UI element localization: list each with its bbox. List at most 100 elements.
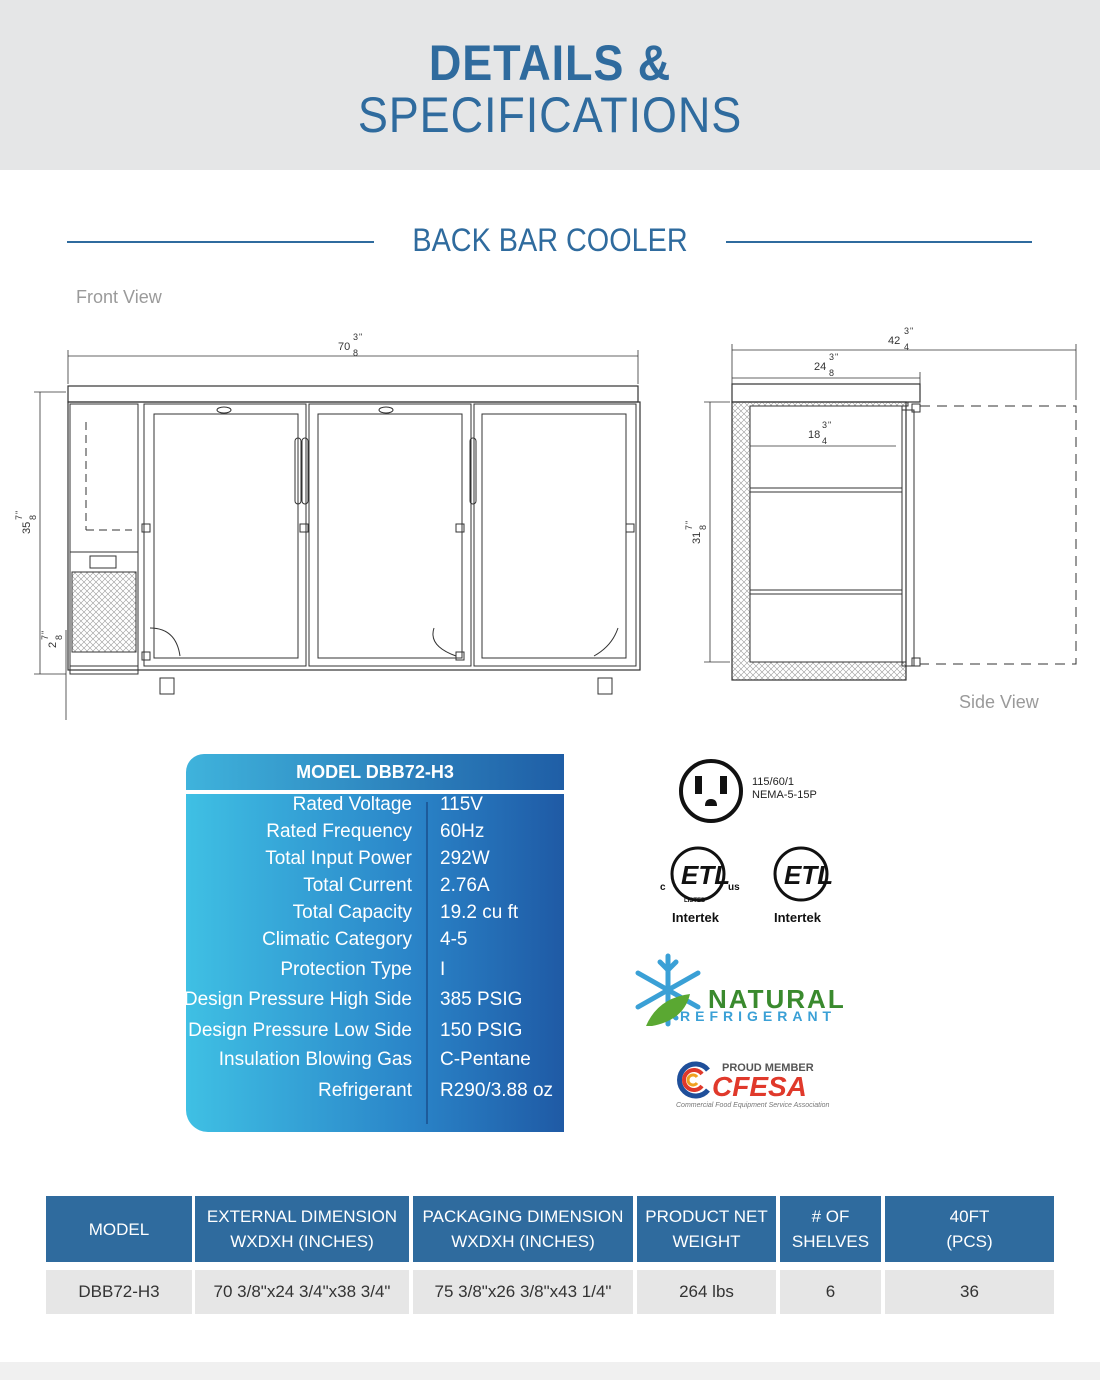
spec-label: Climatic Category — [262, 929, 412, 950]
side-view-label: Side View — [959, 692, 1039, 712]
spec-row: Rated Frequency 60Hz — [186, 821, 564, 849]
front-height-num: 7 — [14, 515, 24, 520]
side-height-den: 8 — [698, 525, 708, 530]
svg-text:ETL: ETL — [784, 860, 833, 890]
refrigerant-label: REFRIGERANT — [680, 1008, 837, 1024]
section-rule-right — [726, 241, 1032, 243]
etl-listed-cus-logo: ETL c us LISTED — [660, 846, 740, 904]
spec-card: MODEL DBB72-H3 Rated Voltage 115V Rated Fr… — [183, 754, 564, 1132]
spec-row: Design Pressure High Side 385 PSIG — [183, 989, 564, 1017]
table-header-line2: WXDXH (INCHES) — [230, 1232, 374, 1251]
table-cell: 6 — [780, 1270, 881, 1314]
spec-label: Design Pressure High Side — [183, 989, 412, 1010]
table-header-line1: PACKAGING DIMENSION — [422, 1207, 624, 1226]
spec-row: Design Pressure Low Side 150 PSIG — [186, 1020, 564, 1048]
section-rule-left — [67, 241, 374, 243]
spec-card-title: MODEL DBB72-H3 — [186, 754, 564, 790]
side-inner-den: 4 — [822, 436, 827, 446]
side-depth-whole: 42 — [888, 335, 900, 347]
spec-divider — [426, 802, 428, 1124]
spec-row: Insulation Blowing Gas C-Pentane — [186, 1049, 564, 1077]
intertek-label-2: Intertek — [774, 910, 821, 925]
intertek-label-1: Intertek — [672, 910, 719, 925]
front-width-num: 3 — [353, 332, 358, 342]
table-header-line2: (PCS) — [946, 1232, 993, 1251]
spec-value: 385 PSIG — [440, 989, 523, 1010]
side-depth-den: 4 — [904, 342, 909, 352]
proud-member-label: PROUD MEMBER — [722, 1062, 814, 1074]
front-view-label: Front View — [76, 287, 162, 307]
spec-label: Rated Frequency — [266, 821, 412, 842]
spec-label: Refrigerant — [318, 1080, 412, 1101]
spec-value: 292W — [440, 848, 490, 869]
side-height-mark: " — [684, 521, 694, 524]
table-cell: 264 lbs — [637, 1270, 776, 1314]
page-header: DETAILS & SPECIFICATIONS — [0, 0, 1100, 170]
side-body-den: 8 — [829, 368, 834, 378]
side-depth-num: 3 — [904, 326, 909, 336]
front-width-mark: " — [359, 332, 362, 342]
table-header-line2: WEIGHT — [672, 1232, 741, 1251]
table-header-line2: WXDXH (INCHES) — [451, 1232, 595, 1251]
page-title-line2: SPECIFICATIONS — [357, 87, 743, 143]
spec-label: Protection Type — [280, 959, 412, 980]
spec-row: Refrigerant R290/3.88 oz — [186, 1080, 564, 1108]
etl-logo: ETL — [773, 846, 833, 902]
table-header-cell: MODEL — [46, 1196, 192, 1262]
spec-value: 19.2 cu ft — [440, 902, 519, 923]
spec-label: Total Capacity — [292, 902, 412, 923]
table-cell: 36 — [885, 1270, 1054, 1314]
nema-plug-icon — [679, 759, 743, 823]
side-inner-whole: 18 — [808, 429, 820, 441]
snowflake-leaf-icon — [635, 953, 701, 1027]
svg-text:LISTED: LISTED — [684, 898, 706, 904]
spec-value: I — [440, 959, 446, 980]
front-width-whole: 70 — [338, 341, 350, 353]
plug-rating: 115/60/1 — [752, 776, 795, 788]
table-header-line1: 40FT — [949, 1207, 990, 1226]
spec-value: 150 PSIG — [440, 1020, 523, 1041]
spec-value: 115V — [440, 794, 483, 815]
side-height-whole: 31 — [691, 532, 703, 544]
table-header-line1: # OF — [811, 1207, 850, 1226]
table-header-cell: PRODUCT NET WEIGHT — [637, 1196, 776, 1262]
spec-label: Insulation Blowing Gas — [218, 1049, 412, 1070]
front-view-drawing — [34, 350, 641, 720]
table-header-cell: EXTERNAL DIMENSION WXDXH (INCHES) — [195, 1196, 409, 1262]
footer-band — [0, 1362, 1100, 1380]
spec-label: Design Pressure Low Side — [188, 1020, 412, 1041]
front-base-mark: " — [40, 631, 50, 634]
side-height-num: 7 — [684, 525, 694, 530]
natural-label: NATURAL — [708, 984, 846, 1014]
table-cell: 70 3/8"x24 3/4"x38 3/4" — [195, 1270, 409, 1314]
cfesa-swirl-icon — [677, 1061, 710, 1099]
spec-value: C-Pentane — [440, 1049, 531, 1070]
front-height-whole: 35 — [21, 522, 33, 534]
plug-type: NEMA-5-15P — [752, 789, 817, 801]
spec-value: 60Hz — [440, 821, 485, 842]
spec-value: R290/3.88 oz — [440, 1080, 554, 1101]
svg-text:c: c — [660, 882, 666, 893]
spec-label: Rated Voltage — [292, 794, 412, 815]
svg-text:ETL: ETL — [681, 860, 730, 890]
table-header-cell: PACKAGING DIMENSION WXDXH (INCHES) — [413, 1196, 633, 1262]
front-width-den: 8 — [353, 348, 358, 358]
side-body-whole: 24 — [814, 361, 826, 373]
page-title-line1: DETAILS & — [428, 35, 672, 91]
table-header-line1: PRODUCT NET — [645, 1207, 768, 1226]
cfesa-subtitle: Commercial Food Equipment Service Associ… — [676, 1102, 830, 1109]
plug-spec: 115/60/1 NEMA-5-15P — [752, 776, 817, 802]
technical-drawing: 70 3 8 " 35 7 8 " 2 7 8 " — [14, 326, 1077, 720]
front-base-whole: 2 — [47, 642, 59, 648]
side-body-mark: " — [835, 352, 838, 362]
spec-value: 2.76A — [440, 875, 490, 896]
table-header-line1: EXTERNAL DIMENSION — [206, 1207, 398, 1226]
side-inner-mark: " — [828, 420, 831, 430]
side-body-num: 3 — [829, 352, 834, 362]
table-cell: DBB72-H3 — [46, 1270, 192, 1314]
table-header-cell: 40FT (PCS) — [885, 1196, 1054, 1262]
